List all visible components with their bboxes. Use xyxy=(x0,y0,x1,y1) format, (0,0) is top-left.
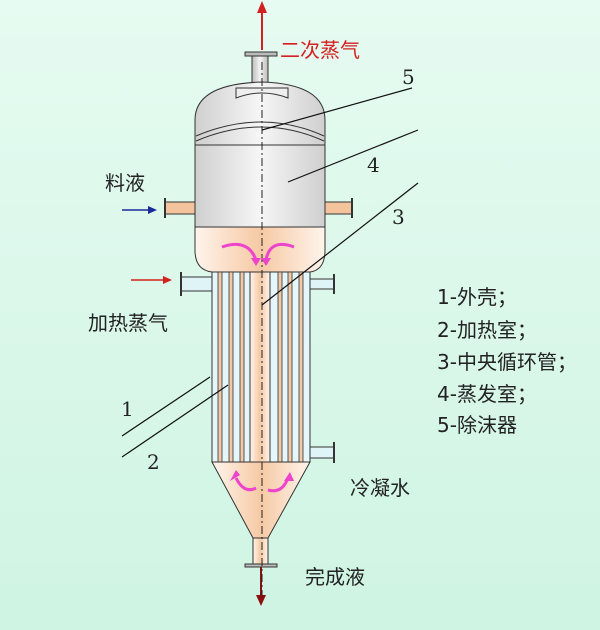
heating-chamber xyxy=(211,271,311,463)
legend-item: 5-除沫器 xyxy=(437,413,517,437)
callout-3: 3 xyxy=(392,205,405,229)
feed-nozzle-right xyxy=(324,201,353,215)
feed-nozzle-left xyxy=(164,201,196,215)
heating-steam-label: 加热蒸气 xyxy=(88,311,168,335)
top-nozzle xyxy=(244,51,278,85)
legend: 1-外壳； 2-加热室； 3-中央循环管； 4-蒸发室； 5-除沫器 xyxy=(437,285,577,437)
callout-4: 4 xyxy=(367,153,380,177)
steam-inlet-nozzle xyxy=(180,276,213,292)
callout-2: 2 xyxy=(147,450,160,474)
product-outlet-pipe xyxy=(252,537,269,565)
callout-5: 5 xyxy=(402,65,415,89)
callout-1: 1 xyxy=(121,397,134,421)
vapor-out-label: 二次蒸气 xyxy=(280,38,360,62)
legend-item: 4-蒸发室； xyxy=(437,382,537,406)
condensate-label: 冷凝水 xyxy=(350,476,410,500)
legend-item: 1-外壳； xyxy=(437,285,517,309)
vent-nozzle xyxy=(309,278,335,290)
condensate-nozzle xyxy=(309,446,335,459)
leader-lines xyxy=(121,87,419,458)
feed-arrow xyxy=(122,206,157,214)
product-outlet-arrow xyxy=(256,567,266,606)
vessel-shell xyxy=(194,81,326,273)
bottom-cone xyxy=(211,461,311,539)
steam-arrow xyxy=(131,276,172,284)
feed-label: 料液 xyxy=(105,171,145,195)
legend-item: 2-加热室； xyxy=(437,318,537,342)
vapor-outlet-arrow xyxy=(257,1,267,50)
product-label: 完成液 xyxy=(305,565,365,589)
legend-item: 3-中央循环管； xyxy=(437,350,577,374)
